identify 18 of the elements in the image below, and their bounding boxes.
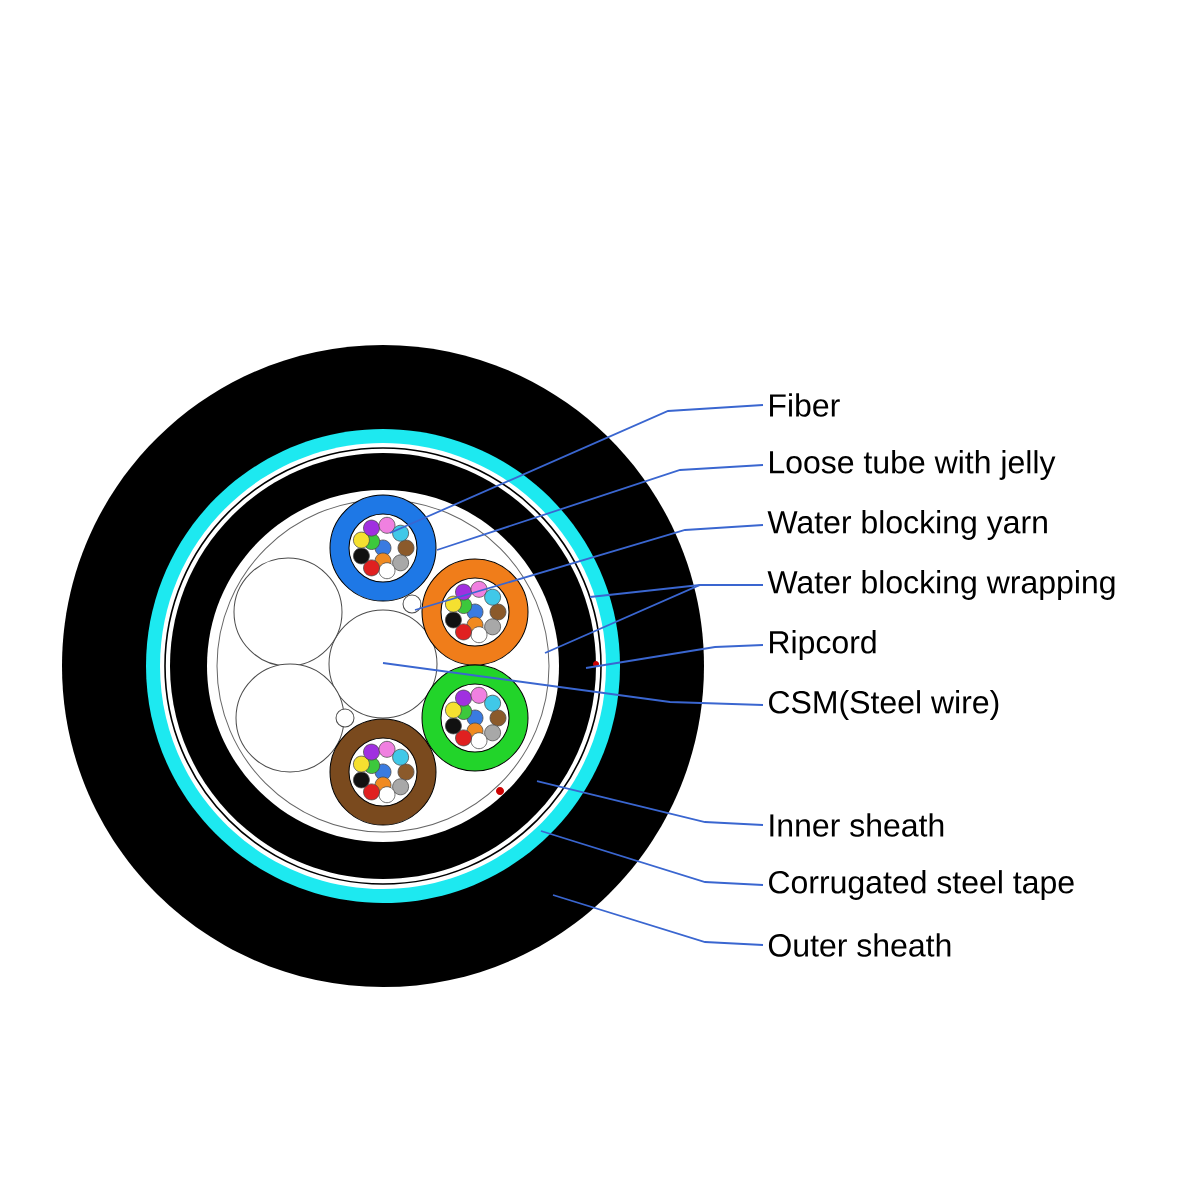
callout-label: Outer sheath [768,933,951,957]
callout-label: CSM(Steel wire) [769,690,999,720]
callout-label: Ripcord [770,630,876,660]
callout-label: Fiber [770,393,840,417]
leader-line [544,584,764,654]
leader-line [552,894,764,946]
callout-label: Corrugated steel tape [769,870,1074,900]
leader-line [389,404,764,534]
leader-line [414,524,764,611]
leader-line [382,662,764,706]
leader-line [536,780,764,826]
callout-label: Inner sheath [770,813,944,837]
callout-label: Loose tube with jelly [770,450,1056,480]
leader-line [585,644,764,669]
callout-label: Water blocking wrapping [767,570,1115,600]
callout-label: Water blocking yarn [767,510,1047,540]
leader-line [436,464,764,551]
leader-line [540,830,764,886]
